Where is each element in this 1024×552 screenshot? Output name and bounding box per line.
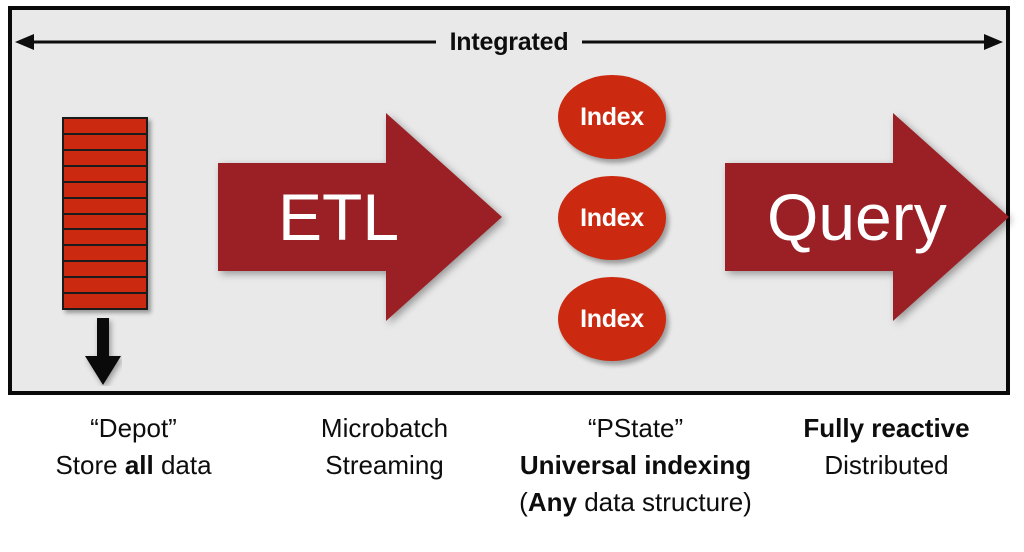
caption-emphasis: Any <box>527 486 577 517</box>
caption-line: (Any data structure) <box>510 484 761 521</box>
caption-text: Distributed <box>824 449 949 480</box>
depot-segment <box>64 167 146 183</box>
index-label: Index <box>580 304 644 333</box>
etl-arrow: ETL <box>218 113 502 321</box>
caption-emphasis: Fully reactive <box>803 413 970 443</box>
depot-segment <box>64 215 146 231</box>
caption-text: “Depot” <box>90 413 177 443</box>
depot-segment <box>64 135 146 151</box>
arrow-down-icon <box>85 318 121 385</box>
depot-segment <box>64 183 146 199</box>
caption-line: Universal indexing <box>510 447 761 484</box>
caption-text: data <box>153 449 212 480</box>
depot-segment <box>64 230 146 247</box>
index-oval-3: Index <box>558 277 666 361</box>
depot-segment <box>64 262 146 279</box>
index-oval-2: Index <box>558 176 666 260</box>
caption-line: “PState” <box>510 410 761 447</box>
caption-text: “PState” <box>587 413 684 443</box>
depot-segment <box>64 294 146 308</box>
caption-column-depot: “Depot” Store all data <box>8 410 259 484</box>
depot-segment <box>64 119 146 135</box>
index-oval-1: Index <box>558 75 666 159</box>
index-label: Index <box>580 102 644 131</box>
depot-stack <box>62 117 148 310</box>
caption-line: Streaming <box>259 447 510 484</box>
caption-line: Store all data <box>8 447 259 484</box>
query-arrow-shape <box>725 113 1009 321</box>
depot-segment <box>64 278 146 295</box>
query-arrow: Query <box>725 113 1009 321</box>
caption-column-pstate: “PState” Universal indexing (Any data stru… <box>510 410 761 521</box>
caption-text: data structure) <box>576 486 752 517</box>
caption-text: Microbatch <box>320 413 449 443</box>
caption-line: Distributed <box>761 447 1012 484</box>
caption-emphasis: all <box>124 449 154 480</box>
caption-line: Microbatch <box>259 410 510 447</box>
caption-emphasis: Universal indexing <box>519 449 752 480</box>
index-label: Index <box>580 203 644 232</box>
depot-segment <box>64 246 146 263</box>
depot-segment <box>64 199 146 215</box>
caption-line: Fully reactive <box>761 410 1012 447</box>
caption-line: “Depot” <box>8 410 259 447</box>
depot-segment <box>64 151 146 167</box>
caption-text: ( <box>519 486 528 517</box>
caption-text: Store <box>55 449 125 480</box>
caption-text: Streaming <box>325 449 444 480</box>
etl-arrow-shape <box>218 113 502 321</box>
